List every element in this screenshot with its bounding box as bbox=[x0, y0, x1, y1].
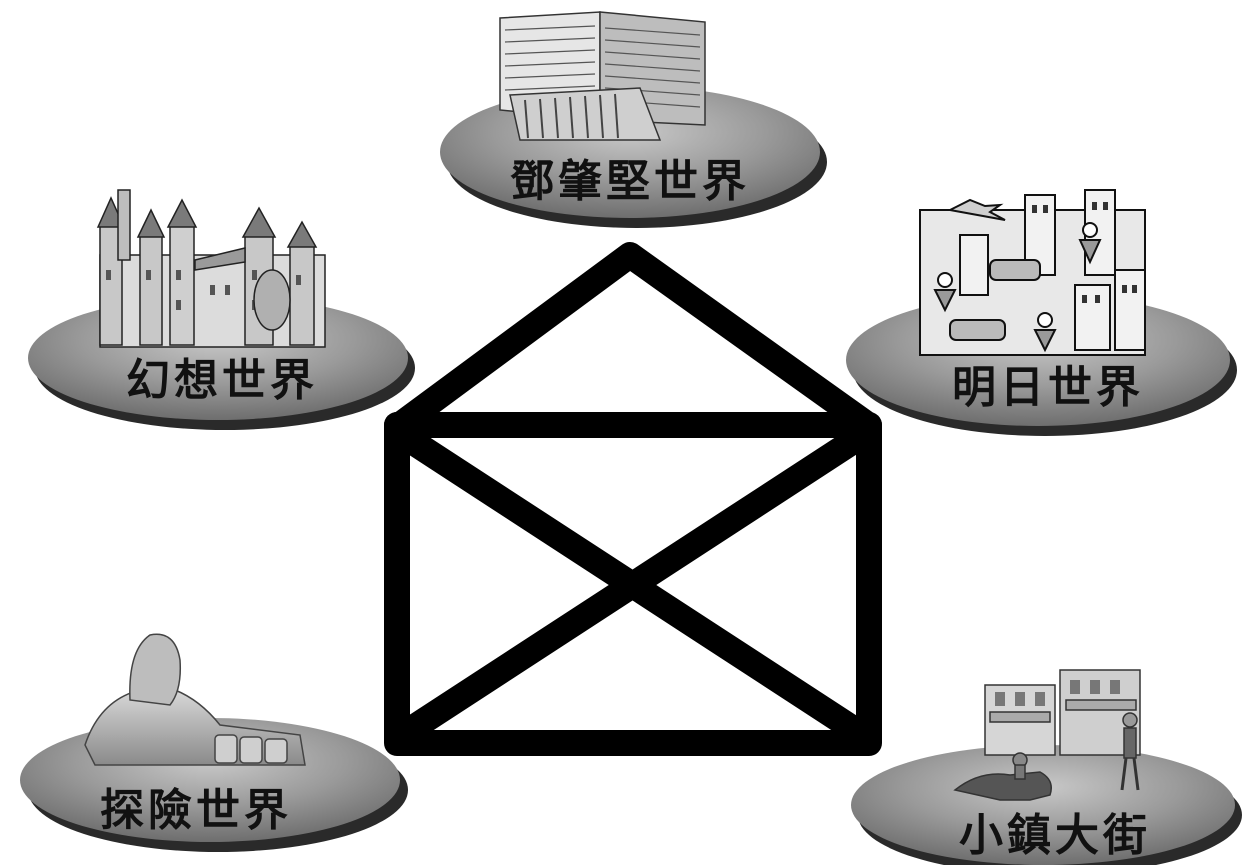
sphinx-icon bbox=[84, 633, 306, 766]
envelope-icon bbox=[384, 242, 882, 756]
world-label: 小鎮大街 bbox=[959, 810, 1151, 861]
world-bottom-right[interactable]: 小鎮大街 bbox=[851, 669, 1242, 865]
world-label: 鄧肇堅世界 bbox=[510, 156, 750, 207]
world-label: 幻想世界 bbox=[126, 355, 318, 406]
world-label: 探險世界 bbox=[100, 785, 292, 836]
western-town-icon bbox=[953, 669, 1141, 801]
castle-icon bbox=[96, 189, 326, 348]
office-building-icon bbox=[499, 11, 706, 141]
world-left[interactable]: 幻想世界 bbox=[28, 189, 415, 430]
world-top[interactable]: 鄧肇堅世界 bbox=[440, 11, 827, 228]
world-label: 明日世界 bbox=[952, 362, 1144, 413]
world-bottom-left[interactable]: 探險世界 bbox=[20, 633, 408, 852]
platform bbox=[851, 745, 1235, 865]
future-city-icon bbox=[919, 189, 1146, 356]
world-right[interactable]: 明日世界 bbox=[846, 189, 1237, 436]
